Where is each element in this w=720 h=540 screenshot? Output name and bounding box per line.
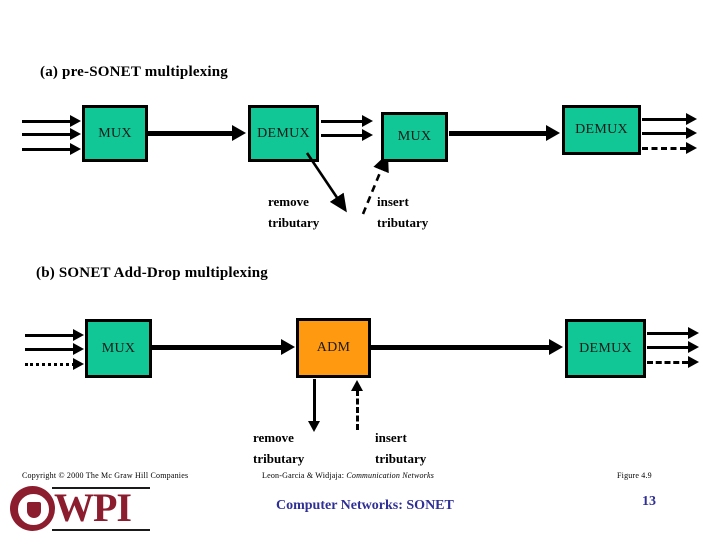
section-a-input-arrowhead-3 (70, 143, 81, 155)
section-a-output-line-1 (642, 118, 690, 121)
section-a-mid-arrowhead-1 (362, 115, 373, 127)
footer-figure-number: Figure 4.9 (617, 471, 652, 480)
section-b-remove-tributary-line (313, 379, 316, 424)
footer-copyright: Copyright © 2000 The Mc Graw Hill Compan… (22, 471, 189, 480)
section-b-insert-tributary-label: insert tributary (375, 427, 426, 470)
section-b-insert-tributary-line1: insert (375, 430, 407, 445)
section-b-heading: (b) SONET Add-Drop multiplexing (36, 265, 268, 281)
node-a-demux-1-label: DEMUX (257, 125, 310, 141)
section-a-input-line-2 (22, 133, 74, 136)
section-a-output-arrowhead-3 (686, 142, 697, 154)
section-a-insert-tributary-line2: tributary (377, 215, 429, 231)
section-b-insert-tributary-arrowhead (351, 380, 363, 391)
section-b-trunk-arrowhead-1 (281, 339, 295, 355)
section-a-trunk-line-2 (449, 131, 549, 136)
footer-attribution: Leon-Garcia & Widjaja: Communication Net… (262, 471, 434, 480)
section-a-mid-arrowhead-2 (362, 129, 373, 141)
section-b-insert-tributary-line2: tributary (375, 451, 427, 467)
section-a-insert-tributary-label: insert tributary (377, 191, 428, 234)
wpi-wordmark: WPI (54, 485, 132, 530)
section-b-output-arrowhead-3 (688, 356, 699, 368)
section-a-mid-line-2 (321, 134, 366, 137)
section-a-output-line-3-dashed (642, 147, 686, 150)
section-a-output-line-2 (642, 132, 690, 135)
section-b-output-arrowhead-2 (688, 341, 699, 353)
section-b-remove-tributary-label: remove tributary (253, 427, 304, 470)
node-a-mux-1-label: MUX (98, 125, 132, 141)
section-b-remove-tributary-line2: tributary (253, 451, 305, 467)
section-a-output-arrowhead-2 (686, 127, 697, 139)
wpi-logo: WPI (8, 484, 150, 536)
section-a-remove-tributary-arrow (305, 152, 347, 213)
section-a-remove-tributary-line2: tributary (268, 215, 320, 231)
wpi-logo-rule-top (52, 487, 150, 489)
node-b-adm[interactable]: ADM (296, 318, 371, 378)
section-a-input-arrowhead-2 (70, 128, 81, 140)
node-a-mux-1[interactable]: MUX (82, 105, 148, 162)
section-a-input-line-3 (22, 148, 74, 151)
node-a-demux-1[interactable]: DEMUX (248, 105, 319, 162)
node-b-demux-label: DEMUX (579, 340, 632, 356)
section-b-output-line-3-dashed (647, 361, 688, 364)
node-a-demux-2-label: DEMUX (575, 122, 628, 137)
section-b-trunk-line-2 (371, 345, 552, 350)
section-b-output-line-1 (647, 332, 692, 335)
section-b-trunk-arrowhead-2 (549, 339, 563, 355)
section-b-input-arrowhead-3 (73, 358, 84, 370)
footer-subject-title: Computer Networks: SONET (276, 498, 454, 513)
footer-authors: Leon-Garcia & Widjaja: (262, 471, 345, 480)
section-a-insert-tributary-arrow (361, 153, 389, 215)
section-a-trunk-arrowhead-2 (546, 125, 560, 141)
section-b-input-arrowhead-1 (73, 329, 84, 341)
section-b-input-line-2 (25, 348, 77, 351)
node-b-adm-label: ADM (316, 340, 351, 355)
node-b-mux[interactable]: MUX (85, 319, 152, 378)
section-b-remove-tributary-line1: remove (253, 430, 294, 445)
section-a-trunk-arrowhead-1 (232, 125, 246, 141)
wpi-seal-inner-ring (17, 493, 50, 526)
wpi-shield-icon (27, 502, 41, 518)
footer-page-number: 13 (642, 494, 656, 509)
section-a-input-arrowhead-1 (70, 115, 81, 127)
node-b-mux-label: MUX (101, 340, 136, 356)
section-b-output-line-2 (647, 346, 692, 349)
wpi-seal-icon (10, 486, 55, 531)
section-b-insert-tributary-line (356, 390, 359, 430)
node-a-mux-2-label: MUX (397, 129, 432, 144)
section-a-insert-tributary-line1: insert (377, 194, 409, 209)
section-b-output-arrowhead-1 (688, 327, 699, 339)
section-a-output-arrowhead-1 (686, 113, 697, 125)
section-b-input-line-3-dotted (25, 363, 75, 366)
section-a-mid-line-1 (321, 120, 366, 123)
section-a-remove-tributary-line1: remove (268, 194, 309, 209)
node-b-demux[interactable]: DEMUX (565, 319, 646, 378)
node-a-mux-2[interactable]: MUX (381, 112, 448, 162)
footer-book-title: Communication Networks (346, 471, 435, 480)
wpi-logo-rule-bottom (52, 529, 150, 531)
section-b-remove-tributary-arrowhead (308, 421, 320, 432)
section-a-input-line-1 (22, 120, 74, 123)
section-b-input-line-1 (25, 334, 77, 337)
section-b-input-arrowhead-2 (73, 343, 84, 355)
node-a-demux-2[interactable]: DEMUX (562, 105, 641, 155)
section-b-trunk-line-1 (152, 345, 284, 350)
section-a-remove-tributary-label: remove tributary (268, 191, 319, 234)
section-a-trunk-line-1 (148, 131, 234, 136)
section-a-heading: (a) pre-SONET multiplexing (40, 64, 228, 80)
